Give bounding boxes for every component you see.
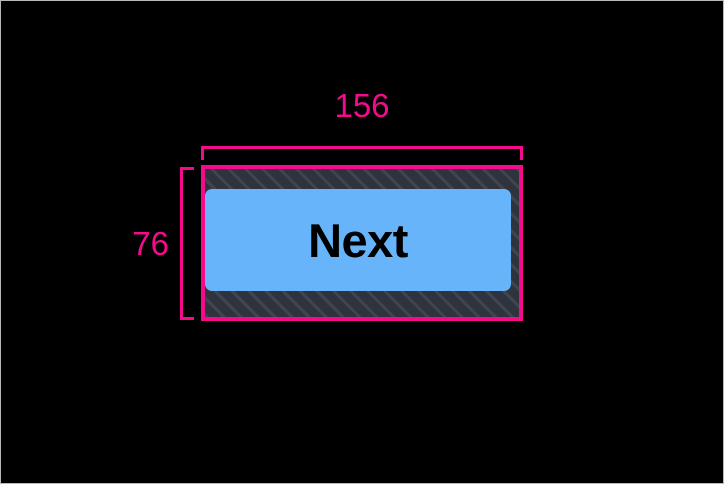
next-button[interactable]: Next bbox=[205, 189, 511, 291]
height-dimension-bracket bbox=[180, 167, 194, 320]
width-dimension-label: 156 bbox=[334, 87, 390, 124]
inspected-element-wrapper: Next bbox=[201, 165, 523, 321]
height-dimension-label: 76 bbox=[132, 225, 169, 262]
next-button-label: Next bbox=[308, 213, 408, 267]
width-dimension-bracket bbox=[201, 146, 523, 160]
